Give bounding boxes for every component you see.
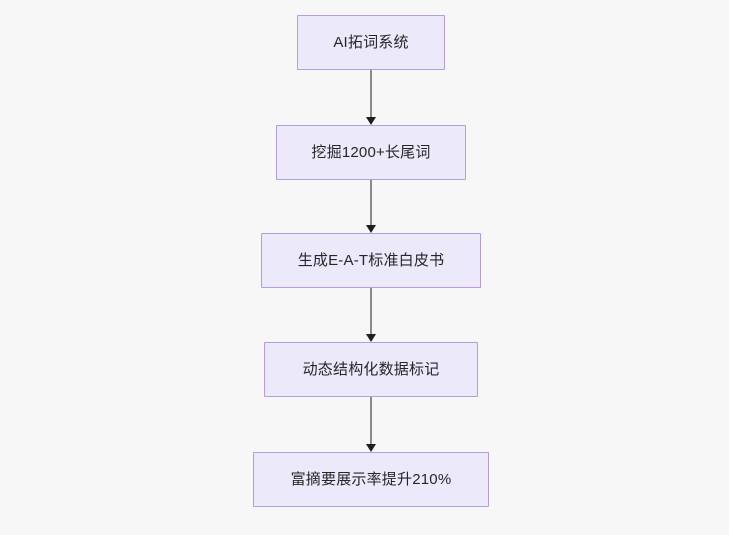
flow-node-mine-longtail-keywords[interactable]: 挖掘1200+长尾词: [276, 125, 466, 180]
flow-node-label: 生成E-A-T标准白皮书: [297, 252, 445, 269]
flow-edge-node4-to-node5: [359, 397, 383, 452]
edge-line: [370, 70, 372, 118]
arrowhead-icon: [366, 444, 376, 452]
flow-node-ai-keyword-system[interactable]: AI拓词系统: [297, 15, 445, 70]
flow-node-rich-snippet-rate-increase[interactable]: 富摘要展示率提升210%: [253, 452, 489, 507]
flow-node-dynamic-structured-data-markup[interactable]: 动态结构化数据标记: [264, 342, 478, 397]
flow-edge-node3-to-node4: [359, 288, 383, 342]
arrowhead-icon: [366, 334, 376, 342]
flow-node-label: 动态结构化数据标记: [302, 361, 440, 378]
flow-node-label: 富摘要展示率提升210%: [290, 471, 452, 488]
edge-line: [370, 180, 372, 226]
flow-node-label: AI拓词系统: [333, 34, 409, 51]
edge-line: [370, 397, 372, 445]
arrowhead-icon: [366, 225, 376, 233]
flow-node-generate-eat-whitepaper[interactable]: 生成E-A-T标准白皮书: [261, 233, 481, 288]
flow-edge-node2-to-node3: [359, 180, 383, 233]
arrowhead-icon: [366, 117, 376, 125]
edge-line: [370, 288, 372, 335]
flow-edge-node1-to-node2: [359, 70, 383, 125]
flow-node-label: 挖掘1200+长尾词: [311, 144, 431, 161]
